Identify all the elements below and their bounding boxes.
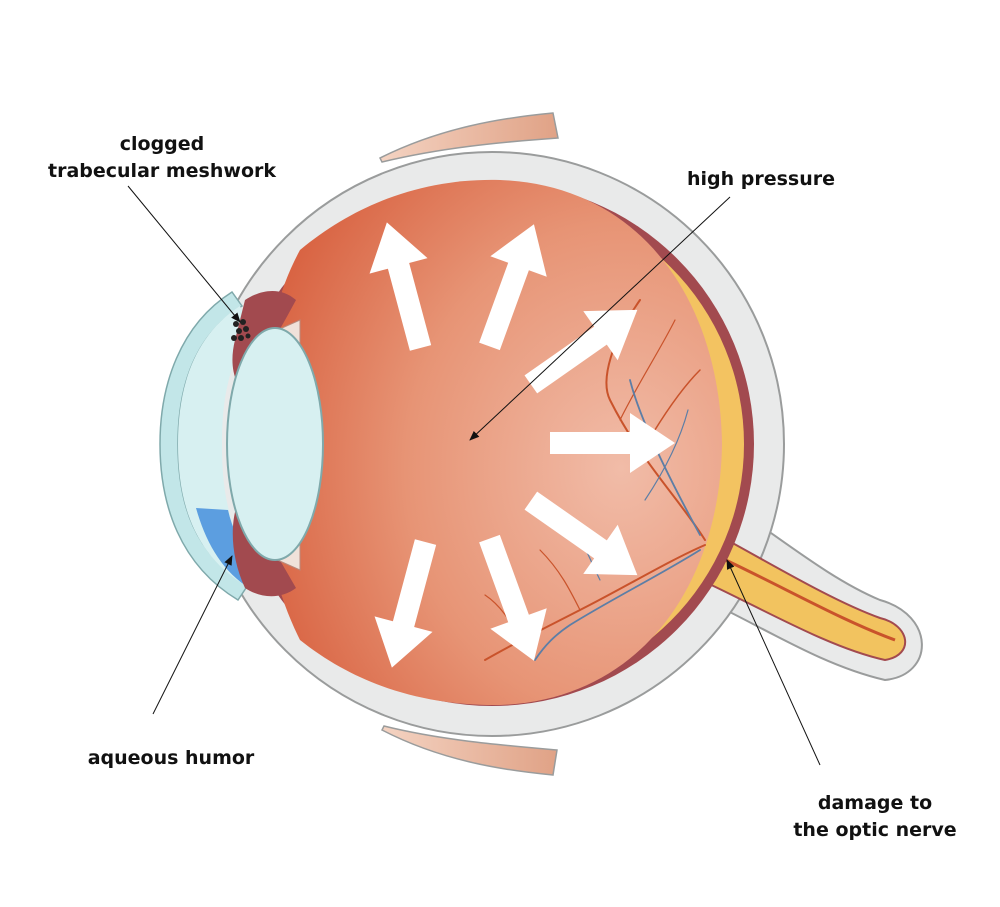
label-damage-to-optic-nerve: damage to the optic nerve [790,790,960,844]
pressure-arrow-down-left [374,539,437,668]
leader-clogged [127,185,241,323]
label-aqueous-humor: aqueous humor [87,747,255,769]
leader-high-pressure [469,196,731,441]
pressure-arrow-right [550,413,675,473]
optic-nerve [704,526,906,662]
label-high-pressure: high pressure [686,168,836,190]
leader-damage [726,559,821,766]
clogged-meshwork-mark [231,319,251,341]
anterior-chamber [178,306,250,586]
label-clogged-trabecular-meshwork: clogged trabecular meshwork [40,131,284,185]
pressure-arrow-up-left [369,222,432,351]
pressure-arrows [369,222,675,668]
label-damage-line1: damage to [817,792,933,814]
label-clogged-line2: trabecular meshwork [48,160,276,182]
leader-aqueous [152,555,233,715]
pressure-arrow-lower-right [524,491,638,576]
lower-eye-muscle [380,725,558,776]
pressure-arrow-up-right [479,224,547,351]
pressure-arrow-down-right [479,534,547,661]
label-clogged-line1: clogged [119,133,205,155]
optic-nerve-core [714,553,896,642]
lens [226,327,324,561]
pressure-arrow-upper-right [524,309,638,394]
upper-eye-muscle [378,112,559,163]
label-damage-line2: the optic nerve [793,819,957,841]
